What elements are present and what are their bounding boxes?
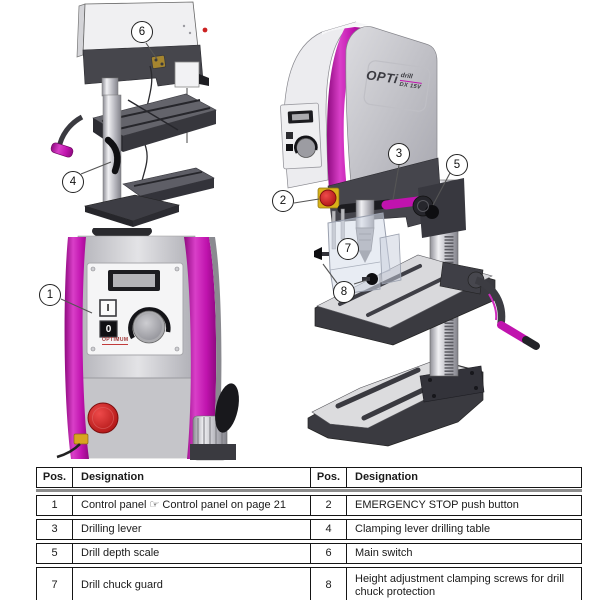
main-switch [151, 54, 166, 69]
callout-6: 6 [131, 21, 153, 43]
table-row-2: 3 Drilling lever 4 Clamping lever drilli… [36, 518, 582, 540]
callout-5: 5 [446, 154, 468, 176]
depth-stop-assembly [190, 383, 239, 461]
table-header-row: Pos. Designation Pos. Designation [36, 467, 582, 488]
figure-perspective-view: OPTi drill DX 15V 2 3 5 7 8 [268, 8, 578, 460]
designation-cell: Main switch [355, 546, 413, 559]
power-cable [140, 65, 153, 187]
pos-cell: 4 [311, 519, 347, 539]
emergency-stop-front [87, 402, 119, 434]
callout-3: 3 [388, 143, 410, 165]
height-adjustment-screws [314, 247, 378, 285]
crank-grip [497, 321, 530, 344]
machine-base [83, 194, 181, 227]
clamping-lever [104, 136, 121, 175]
cable-connector [56, 433, 89, 459]
drill-press-upper-illustration [50, 1, 217, 227]
figure-side-view-top: 6 4 [38, 0, 228, 228]
header-designation-left: Designation [73, 468, 311, 487]
callout-7: 7 [337, 238, 359, 260]
leader-line-2 [293, 198, 320, 204]
drilling-lever-front [215, 383, 239, 433]
callout-8: 8 [333, 281, 355, 303]
leader-lines [293, 164, 451, 285]
table-row-1: 1 Control panel ☞ Control panel on page … [36, 494, 582, 516]
callout-1: 1 [39, 284, 61, 306]
designation-cell: Height adjustment clamping screws for dr… [355, 572, 565, 598]
leader-line-5 [432, 172, 451, 206]
table-crank-handle [50, 114, 84, 158]
pos-cell: 3 [37, 519, 73, 539]
off-button [99, 320, 118, 338]
speed-knob [128, 307, 171, 344]
drill-press-front-illustration [56, 228, 239, 461]
leader-line-6 [145, 42, 158, 60]
on-button-label: I [106, 302, 110, 314]
lower-table [122, 167, 215, 206]
leader-line-4 [80, 161, 112, 175]
control-panel [86, 262, 184, 356]
leader-line-1 [60, 298, 93, 314]
pos-cell: 8 [311, 567, 347, 600]
header-designation-right: Designation [355, 471, 418, 483]
depth-scale-knob [425, 205, 439, 219]
leader-line-3 [392, 164, 400, 201]
designation-cell: Clamping lever drilling table [355, 522, 491, 535]
side-control-panel [280, 102, 322, 170]
logo-plate [363, 60, 431, 112]
designation-cell: EMERGENCY STOP push button [355, 498, 519, 511]
designation-cell: Drilling lever [73, 519, 311, 539]
on-button [99, 299, 117, 317]
callout-2: 2 [272, 190, 294, 212]
figure-front-view-control-panel: I 0 OPTIMUM 1 [30, 228, 280, 462]
pos-cell: 2 [311, 495, 347, 515]
callout-4: 4 [62, 171, 84, 193]
pos-cell: 6 [311, 543, 347, 563]
quill [101, 77, 119, 97]
leader-line-8a [322, 263, 338, 284]
header-pos-right: Pos. [311, 468, 347, 487]
magenta-stripe-left [64, 237, 89, 459]
pos-cell: 7 [37, 567, 73, 600]
table-row-4: 7 Drill chuck guard 8 Height adjustment … [36, 566, 582, 600]
header-pos-left: Pos. [37, 468, 73, 487]
header-rule [36, 489, 582, 492]
parts-table: Pos. Designation Pos. Designation 1 Cont… [36, 467, 582, 600]
pos-cell: 1 [37, 495, 73, 515]
panel-brand-label: OPTIMUM [102, 337, 129, 345]
leader-line-8b [353, 279, 368, 285]
logo-opti: OPTi [365, 67, 400, 87]
table-clamp-crank [439, 261, 540, 350]
pilot-lamp [202, 27, 208, 33]
pos-cell: 5 [37, 543, 73, 563]
machine-head [76, 1, 208, 87]
emergency-stop [317, 187, 340, 209]
designation-cell: Drill depth scale [73, 543, 311, 563]
magenta-stripe-right [184, 237, 217, 459]
magenta-stripe [327, 26, 364, 204]
off-button-label: 0 [105, 323, 112, 335]
depth-gauge-bracket [174, 61, 209, 143]
table-row-3: 5 Drill depth scale 6 Main switch [36, 542, 582, 564]
designation-cell: Drill chuck guard [73, 567, 311, 600]
drill-press-full-illustration [280, 21, 540, 447]
designation-cell: Control panel ☞ Control panel on page 21 [73, 495, 311, 515]
